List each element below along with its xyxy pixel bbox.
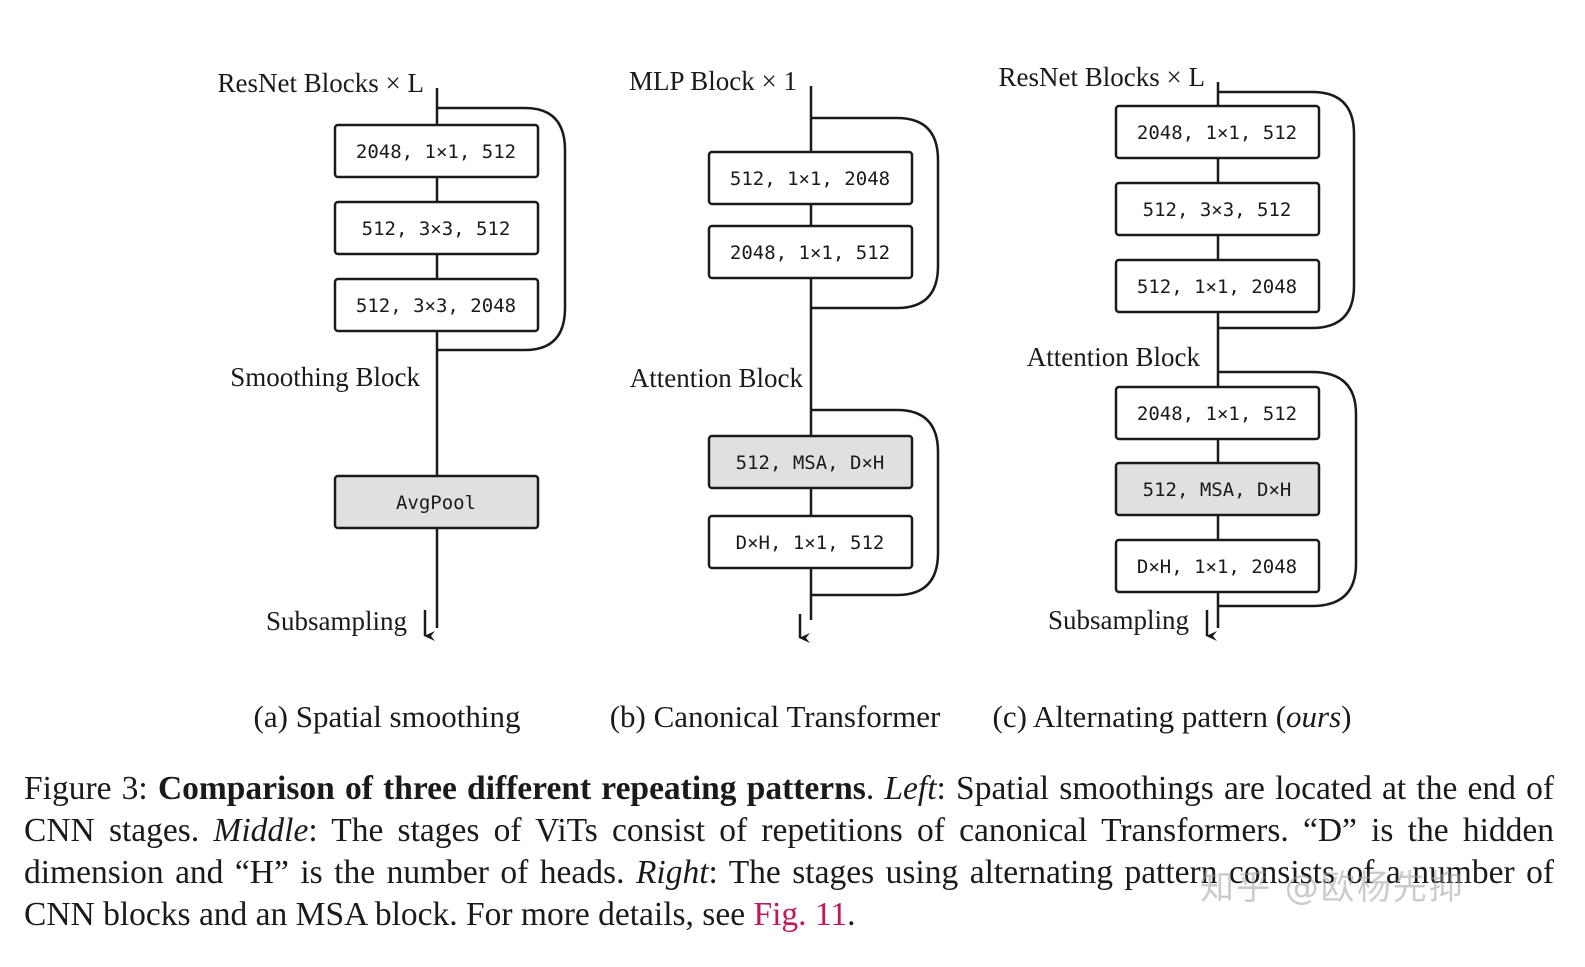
panel-a-avgpool-label: AvgPool [396,492,476,514]
caption-middle-label: Middle [213,812,309,849]
panel-a-caption: (a) Spatial smoothing [254,699,521,734]
panel-c-block-label: 2048, 1×1, 512 [1137,122,1297,144]
panel-c-block-box [1114,258,1321,314]
panel-b-caption: (b) Canonical Transformer [610,699,941,734]
panel-c-caption-prefix: (c) Alternating pattern ( [993,699,1287,734]
caption-right-label: Right [635,854,709,891]
panel-c-caption-italic: ours [1286,699,1341,734]
panel-b-attention-skip-connection [811,408,940,597]
panel-b-top-label: MLP Block × 1 [629,66,797,96]
caption-left-label: Left [884,770,937,807]
caption-period: . [865,770,885,807]
panel-c-bottom-label: Subsampling [1048,605,1189,635]
panel-b-block-label: D×H, 1×1, 512 [736,532,885,554]
panel-a-skip-connection [437,106,567,352]
panel-c-block-label: D×H, 1×1, 2048 [1137,556,1297,578]
panel-b-block-box [707,150,914,206]
panel-a-top-label: ResNet Blocks × L [218,68,424,98]
panel-a-block-label: 512, 3×3, 512 [362,218,511,240]
panel-c-block-box [1114,385,1321,441]
panel-c-block-label: 2048, 1×1, 512 [1137,403,1297,425]
caption-right-text: : The stages using alternating pattern c… [24,854,1554,933]
panel-b-mlp-skip-connection [811,116,940,310]
panel-a-bottom-label: Subsampling [266,606,407,636]
caption-middle-text: : The stages of ViTs consist of repetiti… [24,812,1554,891]
panel-a-avgpool-box [333,474,540,530]
watermark: 知乎 @欧杨先抑 [1200,868,1465,908]
figure-caption: Figure 3: Comparison of three different … [24,768,1554,936]
caption-bold-title: Comparison of three different repeating … [157,770,866,807]
panel-b-block-box [707,514,914,570]
panel-b-canonical-transformer: 512, 1×1, 2048 2048, 1×1, 512 512, MSA, … [610,66,941,734]
panel-a-block-label: 2048, 1×1, 512 [356,141,516,163]
panel-b-block-box [707,224,914,280]
panel-c-msa-label: 512, MSA, D×H [1143,479,1292,501]
panel-c-caption-suffix: ) [1341,699,1351,734]
panel-a-block-box [333,200,540,256]
panel-c-resnet-skip-connection [1218,90,1356,330]
caption-figure-label: Figure 3: [24,770,158,807]
panel-c-top-label: ResNet Blocks × L [999,62,1205,92]
panel-c-msa-box [1114,461,1321,517]
architecture-diagram: 2048, 1×1, 512 512, 3×3, 512 512, 3×3, 2… [218,62,1358,734]
panel-c-mid-label: Attention Block [1027,342,1201,372]
panel-b-msa-box [707,434,914,490]
panel-c-block-label: 512, 3×3, 512 [1143,199,1292,221]
panel-b-block-label: 2048, 1×1, 512 [730,242,890,264]
panel-b-block-label: 512, 1×1, 2048 [730,168,890,190]
panel-c-alternating-pattern: 2048, 1×1, 512 512, 3×3, 512 512, 1×1, 2… [993,62,1358,734]
panel-c-block-box [1114,181,1321,237]
panel-a-mid-label: Smoothing Block [230,362,420,392]
panel-b-mid-label: Attention Block [630,363,804,393]
caption-left-text: : Spatial smoothings are located at the … [24,770,1555,849]
caption-end: . [847,896,856,933]
panel-a-block-box [333,123,540,179]
panel-c-block-box [1114,538,1321,594]
panel-c-caption: (c) Alternating pattern (ours) [993,699,1352,734]
panel-a-spatial-smoothing: 2048, 1×1, 512 512, 3×3, 512 512, 3×3, 2… [218,68,567,734]
panel-c-block-box [1114,104,1321,160]
panel-c-attention-skip-connection [1218,370,1358,608]
panel-a-block-box [333,277,540,333]
panel-c-block-label: 512, 1×1, 2048 [1137,276,1297,298]
panel-b-msa-label: 512, MSA, D×H [736,452,885,474]
panel-a-block-label: 512, 3×3, 2048 [356,295,516,317]
caption-figure-reference-link[interactable]: Fig. 11 [753,896,848,933]
